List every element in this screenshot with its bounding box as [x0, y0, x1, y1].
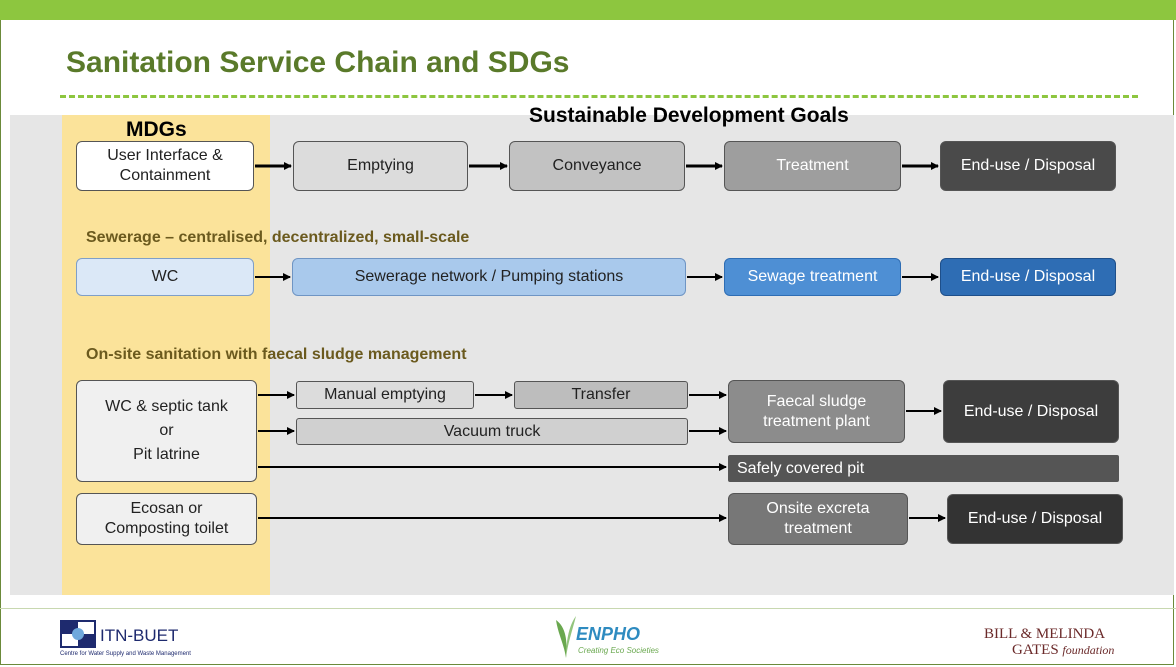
onsite-treatment-line1: Onsite excreta — [766, 500, 870, 517]
septic-line1: WC & septic tank — [105, 398, 228, 415]
user-interface-line2: Containment — [119, 167, 211, 184]
transfer-box: Transfer — [514, 381, 688, 409]
itn-buet-emblem-icon — [60, 620, 96, 648]
sewerage-heading: Sewerage – centralised, decentralized, s… — [86, 229, 470, 246]
manual-emptying-label: Manual emptying — [324, 386, 446, 403]
fstp-box: Faecal sludge treatment plant — [728, 380, 905, 443]
mdgs-label: MDGs — [126, 118, 187, 141]
title-divider — [60, 95, 1138, 98]
transfer-label: Transfer — [571, 386, 631, 403]
user-interface-box: User Interface & Containment — [76, 141, 254, 191]
user-interface-line1: User Interface & — [107, 147, 223, 164]
footer-divider — [0, 608, 1176, 609]
enpho-tagline: Creating Eco Societies — [578, 646, 659, 655]
onsite-end-use-label: End-use / Disposal — [967, 510, 1103, 527]
sdgs-label: Sustainable Development Goals — [529, 104, 849, 127]
vacuum-truck-label: Vacuum truck — [443, 422, 541, 440]
gates-name: GATES — [1012, 642, 1059, 658]
conveyance-box: Conveyance — [509, 141, 685, 191]
fstp-line1: Faecal sludge — [766, 392, 867, 410]
fstp-line2: treatment plant — [763, 412, 870, 430]
septic-pit-box: WC & septic tank or Pit latrine — [76, 380, 257, 482]
manual-emptying-box: Manual emptying — [296, 381, 474, 409]
gates-foundation-word: foundation — [1062, 643, 1115, 657]
sewer-wc-box: WC — [76, 258, 254, 296]
fstp-end-use-label: End-use / Disposal — [963, 402, 1099, 420]
end-use-label: End-use / Disposal — [960, 157, 1096, 174]
treatment-box: Treatment — [724, 141, 901, 191]
sewerage-network-box: Sewerage network / Pumping stations — [292, 258, 686, 296]
sewer-end-use-box: End-use / Disposal — [940, 258, 1116, 296]
itn-buet-logo: ITN-BUET Centre for Water Supply and Was… — [60, 620, 220, 660]
sewer-wc-label: WC — [151, 268, 179, 285]
ecosan-box: Ecosan or Composting toilet — [76, 493, 257, 545]
onsite-end-use-box: End-use / Disposal — [947, 494, 1123, 544]
gates-line1: BILL & MELINDA — [984, 626, 1106, 642]
gates-foundation-logo: BILL & MELINDA GATES foundation — [984, 626, 1154, 662]
ecosan-line1: Ecosan or — [130, 500, 203, 517]
conveyance-label: Conveyance — [552, 157, 642, 174]
covered-pit-box: Safely covered pit — [728, 455, 1119, 482]
ecosan-line2: Composting toilet — [104, 520, 229, 537]
onsite-treatment-line2: treatment — [784, 520, 852, 537]
covered-pit-label: Safely covered pit — [737, 459, 865, 477]
onsite-heading: On-site sanitation with faecal sludge ma… — [86, 346, 467, 363]
vacuum-truck-box: Vacuum truck — [296, 418, 688, 445]
sewage-treatment-label: Sewage treatment — [747, 268, 878, 285]
itn-buet-text: ITN-BUET — [100, 626, 179, 645]
sewerage-network-label: Sewerage network / Pumping stations — [354, 268, 624, 285]
end-use-box: End-use / Disposal — [940, 141, 1116, 191]
enpho-logo: ENPHO Creating Eco Societies — [548, 612, 659, 664]
leaf-icon — [556, 616, 576, 658]
emptying-label: Emptying — [347, 157, 414, 174]
enpho-text: ENPHO — [576, 624, 641, 644]
septic-line3: Pit latrine — [133, 446, 200, 463]
top-accent-bar — [0, 0, 1176, 20]
fstp-end-use-box: End-use / Disposal — [943, 380, 1119, 443]
emptying-box: Emptying — [293, 141, 468, 191]
septic-line2: or — [159, 422, 174, 439]
treatment-label: Treatment — [776, 157, 849, 174]
itn-buet-subtitle: Centre for Water Supply and Waste Manage… — [60, 651, 191, 657]
onsite-treatment-box: Onsite excreta treatment — [728, 493, 908, 545]
slide-title: Sanitation Service Chain and SDGs — [66, 46, 570, 79]
sewer-end-use-label: End-use / Disposal — [960, 268, 1096, 285]
sewage-treatment-box: Sewage treatment — [724, 258, 901, 296]
gates-line2: GATES foundation — [1012, 642, 1114, 659]
